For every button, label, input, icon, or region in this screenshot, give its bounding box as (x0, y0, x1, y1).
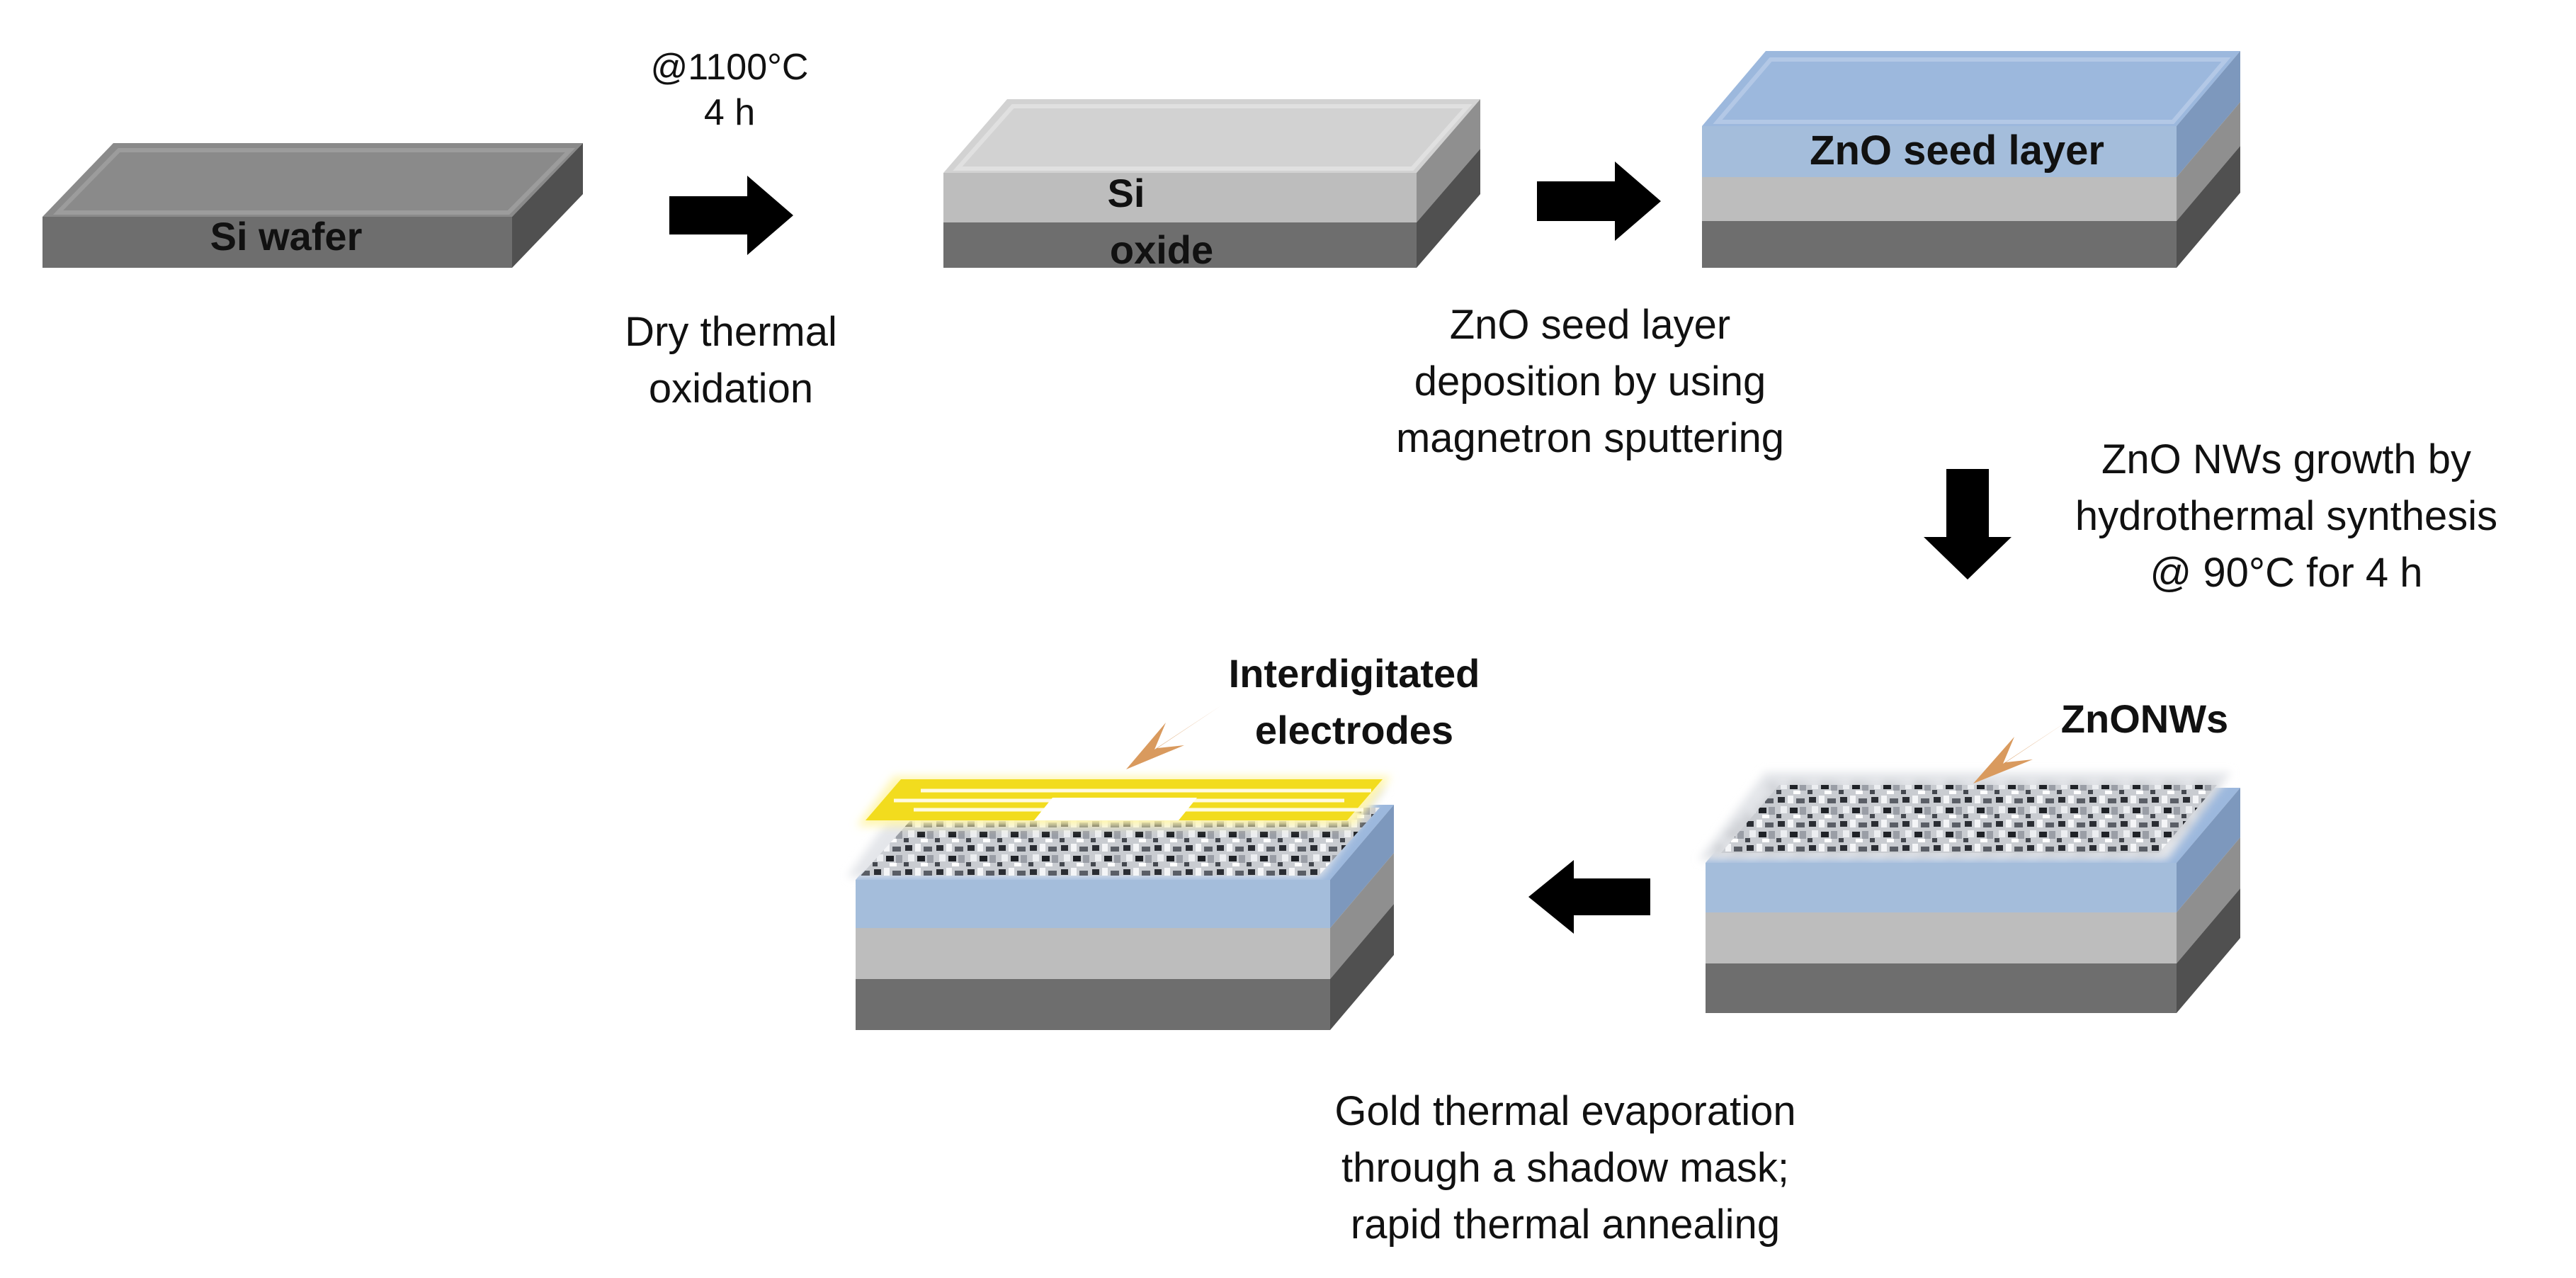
si-oxide-block: Si oxide (943, 99, 1480, 272)
oxidation-condition-time: 4 h (704, 92, 755, 133)
gold-text-line3: rapid thermal annealing (1351, 1201, 1780, 1248)
sputter-text-line1: ZnO seed layer (1450, 302, 1731, 348)
si-wafer-front (42, 217, 512, 268)
dev-zno-side (1330, 805, 1394, 928)
zno-oxide-side (2177, 102, 2240, 221)
zno-seed-top-highlight (1713, 57, 2231, 124)
si-wafer-label: Si wafer (210, 214, 363, 259)
electrodes-callout-line2: electrodes (1255, 708, 1453, 752)
arrow-down (1924, 469, 2012, 579)
zno-seed-block: ZnO seed layer (1702, 51, 2240, 268)
zno-seed-side (2177, 51, 2240, 177)
zno-oxide-front (1702, 177, 2177, 221)
arrow-right-2 (1537, 162, 1661, 241)
arrow-left (1528, 860, 1650, 934)
gold-text-line2: through a shadow mask; (1341, 1145, 1789, 1191)
electrode-pointer-arrow (1126, 706, 1221, 769)
dev-oxide-front (856, 928, 1330, 979)
oxidation-condition-temp: @1100°C (651, 47, 809, 88)
zno-si-side (2177, 146, 2240, 268)
dev-oxide-side (1330, 853, 1394, 979)
hydro-text-line3: @ 90°C for 4 h (2150, 550, 2422, 596)
hydro-text-line1: ZnO NWs growth by (2101, 436, 2471, 482)
oxide-front (943, 173, 1417, 222)
nanowire-callout-label: ZnONWs (2061, 696, 2228, 741)
sputter-text-line2: deposition by using (1414, 358, 1766, 405)
si-base-side (1417, 149, 1480, 268)
sputter-text-line3: magnetron sputtering (1396, 415, 1784, 461)
si-oxide-label-si: Si (1108, 171, 1145, 215)
oxide-side (1417, 99, 1480, 222)
nw-oxide-front (1706, 912, 2177, 963)
nanowire-carpet-sharp (1721, 785, 2217, 853)
nw-zno-side (2177, 788, 2240, 912)
nw-si-side (2177, 888, 2240, 1013)
arrow-right-1 (669, 176, 793, 255)
zno-nanowire-block (1698, 772, 2240, 1013)
si-wafer-top (42, 143, 583, 217)
nw-si-front (1706, 963, 2177, 1013)
nw-oxide-side (2177, 837, 2240, 963)
dev-si-front (856, 979, 1330, 1030)
si-wafer-top-highlight (52, 148, 576, 215)
nanowire-pointer-arrow (1973, 720, 2070, 784)
si-wafer-block: Si wafer (42, 143, 583, 268)
gold-text-line1: Gold thermal evaporation (1334, 1088, 1795, 1134)
si-base-front (943, 222, 1417, 268)
zno-seed-top (1702, 51, 2240, 126)
nw-zno-front (1706, 863, 2177, 912)
si-oxide-label-oxide: oxide (1110, 227, 1213, 272)
zno-seed-label: ZnO seed layer (1810, 128, 2104, 174)
oxidation-text-line2: oxidation (649, 366, 813, 412)
zno-seed-front (1702, 126, 2177, 177)
si-wafer-side (512, 143, 583, 268)
hydro-text-line2: hydrothermal synthesis (2075, 493, 2497, 539)
dev-zno-front (856, 880, 1330, 928)
oxide-top (943, 99, 1480, 173)
oxide-top-highlight (953, 104, 1473, 171)
oxidation-text-line1: Dry thermal (625, 309, 837, 355)
electrodes-callout-line1: Interdigitated (1229, 651, 1480, 696)
electrode-gap (1034, 798, 1197, 820)
final-device-block (847, 776, 1394, 1030)
dev-si-side (1330, 904, 1394, 1030)
zno-si-front (1702, 221, 2177, 268)
